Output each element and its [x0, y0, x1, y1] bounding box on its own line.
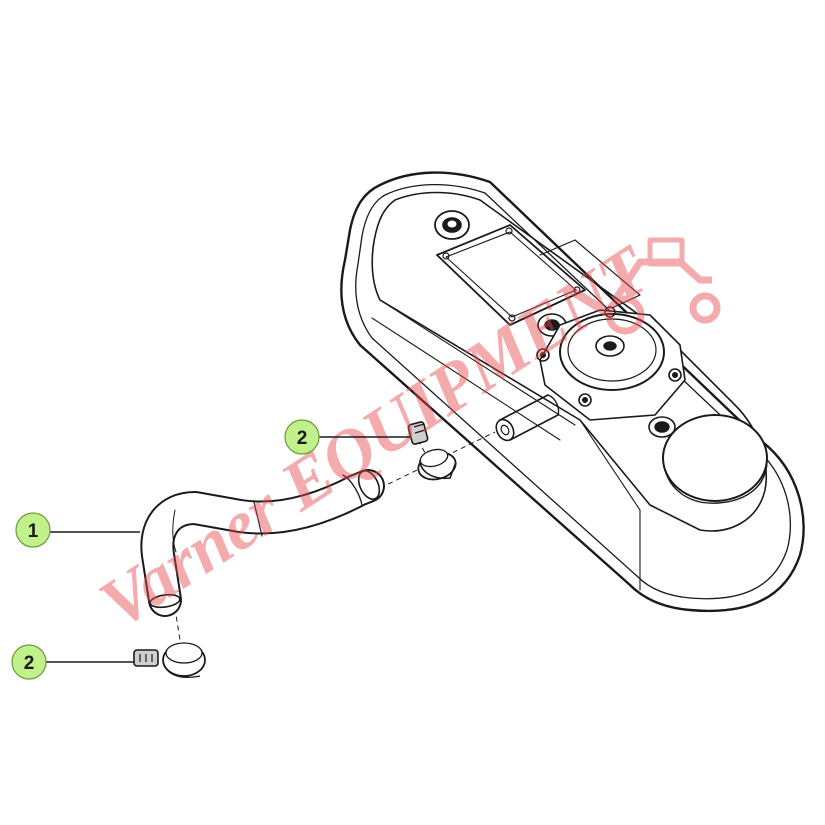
breather-hose	[140, 469, 385, 617]
callout-label: 2	[24, 653, 35, 674]
hose-clamp-upper	[407, 421, 457, 481]
tractor-icon	[605, 237, 721, 335]
callout-label: 1	[28, 521, 39, 542]
valve-cover	[340, 171, 805, 613]
hose-clamp-lower	[133, 642, 206, 678]
callout-label: 2	[297, 428, 308, 449]
callout-part-1: 1	[15, 512, 140, 548]
callout-part-2-upper: 2	[284, 419, 410, 455]
callout-part-2-lower: 2	[11, 644, 134, 680]
